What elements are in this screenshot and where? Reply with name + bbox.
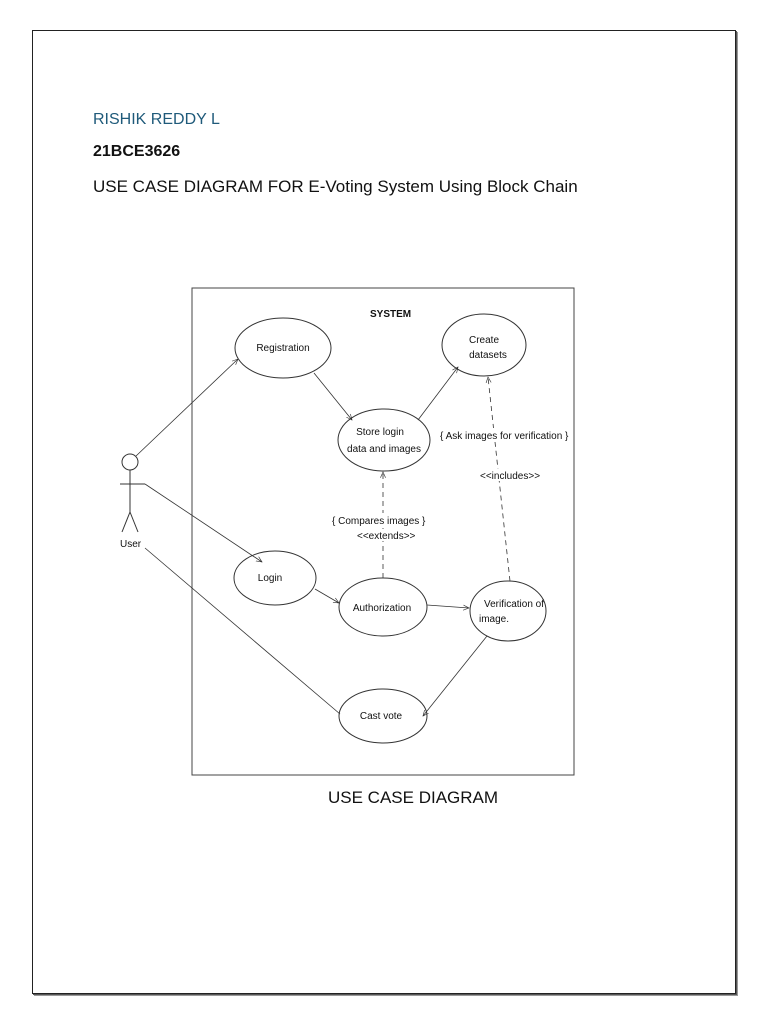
edge-authorization-verification — [426, 604, 469, 608]
ask-images-label-bg — [438, 428, 570, 442]
actor-left-leg — [121, 511, 131, 533]
actor-head — [121, 453, 139, 471]
ask-images-annotation: { Ask images for verification } — [440, 431, 569, 442]
use-case-create-datasets-label-1: Create — [469, 335, 499, 346]
document-title: USE CASE DIAGRAM FOR E-Voting System Usi… — [93, 177, 578, 196]
use-case-cast-vote-label: Cast vote — [360, 711, 403, 722]
use-case-store-login-label-1: Store login — [356, 427, 404, 438]
system-boundary — [191, 287, 575, 776]
page-border — [32, 30, 736, 994]
extends-stereotype: <<extends>> — [357, 531, 416, 542]
use-case-registration — [234, 317, 332, 379]
use-case-verification-label-1: Verification of — [484, 599, 544, 610]
use-case-verification — [469, 580, 547, 642]
actor-right-leg — [129, 511, 139, 533]
use-case-login-label: Login — [258, 573, 282, 584]
use-case-store-login-label-2: data and images — [347, 444, 421, 455]
author-name: RISHIK REDDY L — [93, 111, 220, 128]
system-label: SYSTEM — [370, 309, 411, 320]
edge-user-registration — [135, 359, 238, 457]
edge-registration-store — [313, 372, 352, 420]
use-case-registration-label: Registration — [256, 343, 309, 354]
includes-stereotype: <<includes>> — [480, 471, 540, 482]
edge-user-login — [144, 483, 262, 562]
extends-label-bg — [355, 529, 411, 541]
edge-user-cast-vote — [144, 547, 341, 715]
compares-images-annotation: { Compares images } — [332, 516, 426, 527]
use-case-authorization-label: Authorization — [353, 603, 411, 614]
use-case-login — [233, 550, 317, 606]
edge-store-datasets — [417, 367, 458, 421]
includes-label-bg — [478, 469, 534, 481]
use-case-create-datasets — [441, 313, 527, 377]
edge-verification-cast-vote — [423, 635, 488, 716]
registration-number: 21BCE3626 — [93, 143, 181, 160]
use-case-create-datasets-label-2: datasets — [469, 350, 507, 361]
use-case-store-login — [337, 408, 431, 472]
diagram-caption: USE CASE DIAGRAM — [328, 788, 499, 807]
edge-login-authorization — [314, 588, 339, 603]
compares-images-label-bg — [330, 513, 434, 527]
use-case-verification-label-2: image. — [479, 614, 509, 625]
actor-label: User — [120, 539, 142, 550]
user-actor: User — [120, 453, 145, 550]
